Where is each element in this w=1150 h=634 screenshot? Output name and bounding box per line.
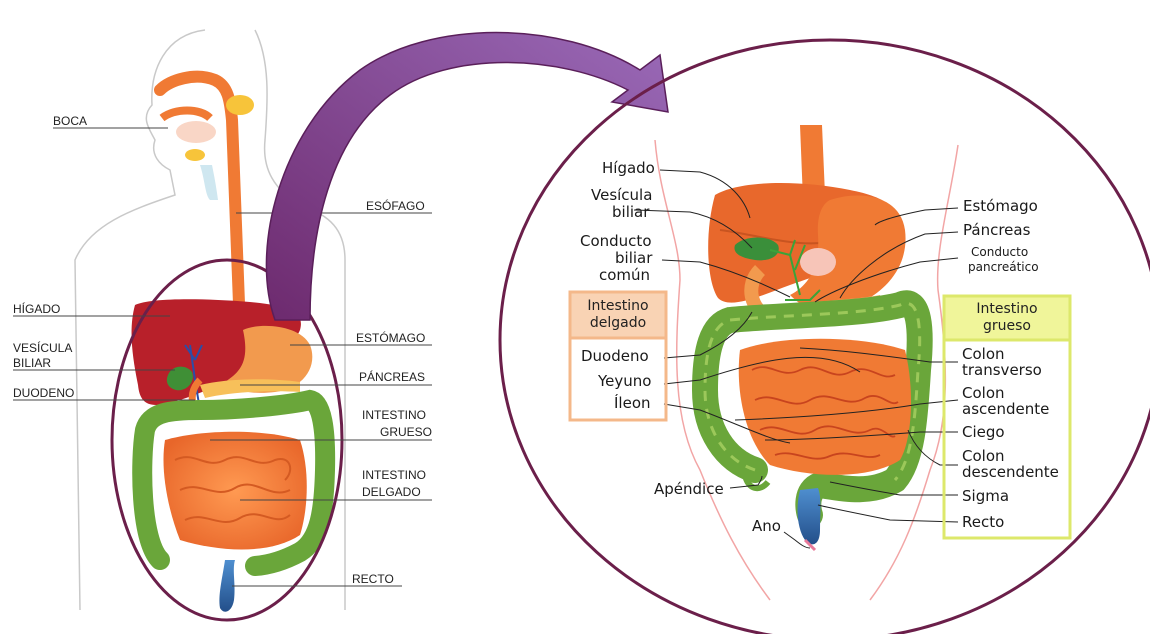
label-r-estomago: Estómago [963,198,1038,215]
label-r-conducto-1: Conducto [580,233,652,250]
label-duodeno: DUODENO [13,386,74,400]
label-r-pancreas: Páncreas [963,222,1030,239]
large-intestine-title-2: grueso [944,318,1070,335]
label-boca: BOCA [53,114,87,128]
label-r-vesicula-2: biliar [612,204,649,221]
label-vesicula-2: BILIAR [13,356,51,370]
label-delgado-1: INTESTINO [362,468,426,482]
label-r-higado: Hígado [602,160,655,177]
label-r-conducto-pan-2: pancreático [968,261,1039,274]
label-vesicula-1: VESÍCULA [13,341,72,355]
tongue [176,121,216,143]
label-r-recto: Recto [962,514,1004,531]
label-pancreas: PÁNCREAS [359,370,425,384]
small-intestine [163,432,306,550]
neck-tint [200,165,218,200]
small-intestine-title-2: delgado [570,315,666,332]
chin-gland [185,149,205,161]
label-r-ileon: Íleon [614,395,651,412]
salivary-gland [226,95,254,115]
large-intestine-title-1: Intestino [944,301,1070,318]
label-grueso-2: GRUESO [380,425,432,439]
small-intestine-title-1: Intestino [570,298,666,315]
label-r-conducto-3: común [599,267,650,284]
label-r-sigma: Sigma [962,488,1009,505]
label-r-apendice: Apéndice [654,481,724,498]
label-estomago: ESTÓMAGO [356,331,425,345]
label-r-vesicula-1: Vesícula [591,187,652,204]
label-r-conducto-pan-1: Conducto [971,246,1028,259]
label-r-colon-trans-2: transverso [962,362,1042,379]
label-recto: RECTO [352,572,394,586]
left-body-figure [75,30,345,620]
label-grueso-1: INTESTINO [362,408,426,422]
label-delgado-2: DELGADO [362,485,421,499]
label-r-yeyuno: Yeyuno [598,373,651,390]
label-r-duodeno: Duodeno [581,348,649,365]
right-stomach-light [800,248,836,276]
label-r-ano: Ano [752,518,781,535]
label-r-conducto-2: biliar [615,250,652,267]
label-r-ciego: Ciego [962,424,1005,441]
mouth-upper [162,111,210,119]
label-esofago: ESÓFAGO [366,199,425,213]
right-rectum [798,488,821,544]
label-r-colon-desc-2: descendente [962,464,1059,481]
leader-r-recto [818,505,958,522]
label-higado: HÍGADO [13,302,60,316]
label-r-colon-asc-2: ascendente [962,401,1049,418]
